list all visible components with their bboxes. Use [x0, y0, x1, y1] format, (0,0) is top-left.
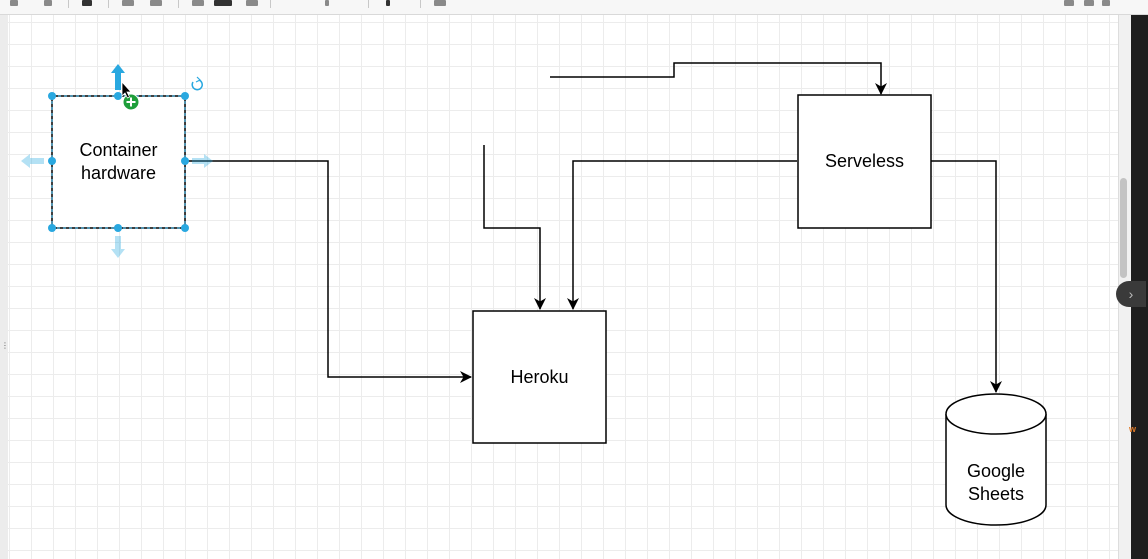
toolbar-separator — [68, 0, 69, 8]
scrollbar-thumb[interactable] — [1120, 178, 1127, 278]
serverless-label: Serveless — [824, 151, 905, 171]
resize-handle-nw[interactable] — [48, 92, 56, 100]
chevron-right-icon: › — [1128, 286, 1134, 302]
line-color-icon[interactable] — [214, 0, 232, 6]
toolbar — [0, 0, 1148, 15]
edge-serverless-to-sheets[interactable] — [931, 160, 1002, 393]
arrow-up-icon[interactable] — [111, 64, 125, 90]
toolbar-separator — [178, 0, 179, 8]
arrow-left-icon[interactable] — [21, 154, 44, 168]
mouse-cursor-icon — [121, 80, 132, 99]
resize-handle-ne[interactable] — [181, 92, 189, 100]
resize-handle-n[interactable] — [114, 92, 122, 100]
edge-dangling-to-serverless[interactable] — [550, 62, 887, 95]
drag-handle-icon: ⋮ — [1, 341, 9, 350]
collapse-panel-button[interactable]: › — [1116, 281, 1146, 307]
arrow-down-icon[interactable] — [111, 236, 125, 258]
waypoint-icon[interactable] — [386, 0, 390, 6]
resize-handle-sw[interactable] — [48, 224, 56, 232]
resize-handle-se[interactable] — [181, 224, 189, 232]
container-hardware-label: Container hardware — [79, 140, 158, 183]
resize-handle-s[interactable] — [114, 224, 122, 232]
undo-icon[interactable] — [10, 0, 18, 6]
diagram-canvas[interactable] — [8, 15, 1118, 559]
toolbar-separator — [420, 0, 421, 8]
toolbar-separator — [368, 0, 369, 8]
google-sheets-label: Google Sheets — [966, 461, 1026, 504]
plus-icon[interactable] — [122, 93, 140, 111]
to-back-icon[interactable] — [150, 0, 162, 6]
table-icon[interactable] — [434, 0, 446, 6]
fill-color-icon[interactable] — [192, 0, 204, 6]
edge-dangling-to-heroku[interactable] — [483, 145, 546, 310]
rotate-icon[interactable] — [191, 76, 203, 91]
redo-icon[interactable] — [44, 0, 52, 6]
container-hardware-node[interactable] — [51, 95, 186, 229]
delete-icon[interactable] — [82, 0, 92, 6]
toolbar-separator — [270, 0, 271, 8]
google-sheets-node[interactable] — [945, 393, 1047, 526]
edge-container-to-heroku[interactable] — [185, 160, 472, 383]
resize-handle-e[interactable] — [181, 157, 189, 165]
selection-overlay — [21, 64, 213, 258]
serverless-node[interactable] — [797, 94, 932, 229]
shadow-icon[interactable] — [246, 0, 258, 6]
panel-marker-icon: w — [1129, 424, 1137, 434]
edge-serverless-to-heroku[interactable] — [567, 160, 797, 310]
resize-handle-w[interactable] — [48, 157, 56, 165]
heroku-label: Heroku — [510, 366, 569, 387]
format-panel-icon[interactable] — [1064, 0, 1074, 6]
to-front-icon[interactable] — [122, 0, 134, 6]
connection-icon[interactable] — [325, 0, 329, 6]
toolbar-separator — [108, 0, 109, 8]
menu-icon[interactable] — [1102, 0, 1110, 6]
heroku-node[interactable] — [472, 310, 607, 444]
arrow-right-icon[interactable] — [192, 154, 213, 168]
fullscreen-icon[interactable] — [1084, 0, 1094, 6]
